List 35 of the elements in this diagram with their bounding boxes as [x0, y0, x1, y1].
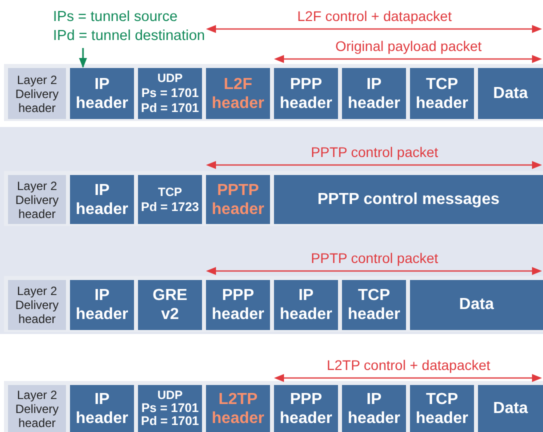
span-label: PPTP control packet: [310, 250, 438, 266]
header-field: Data: [410, 280, 543, 330]
delivery-header-field: Layer 2 Delivery header: [8, 385, 66, 432]
header-field: UDP Ps = 1701 Pd = 1701: [138, 68, 202, 119]
header-field: TCP header: [410, 68, 474, 119]
delivery-header-field: Layer 2 Delivery header: [8, 280, 66, 330]
header-field: IP header: [274, 280, 338, 330]
header-field: PPP header: [274, 68, 338, 119]
span-label: Original payload packet: [335, 38, 482, 54]
header-field: IP header: [70, 175, 134, 224]
header-field: IP header: [70, 385, 134, 432]
header-field: TCP header: [410, 385, 474, 432]
delivery-header-field: Layer 2 Delivery header: [8, 175, 66, 224]
header-field: IP header: [70, 280, 134, 330]
header-field: L2TP header: [206, 385, 270, 432]
header-field: TCP Pd = 1723: [138, 175, 202, 224]
span-label: L2TP control + datapacket: [326, 357, 490, 373]
span-label: PPTP control packet: [310, 144, 438, 160]
header-field: Data: [478, 385, 543, 432]
header-field: UDP Ps = 1701 Pd = 1701: [138, 385, 202, 432]
header-field: IP header: [342, 68, 406, 119]
header-field: GRE v2: [138, 280, 202, 330]
arrow: [79, 48, 87, 68]
header-field: IP header: [342, 385, 406, 432]
header-field: Data: [478, 68, 543, 119]
header-field: PPTP control messages: [274, 175, 543, 224]
annotation-text: IPs = tunnel source IPd = tunnel destination: [53, 8, 205, 46]
header-field: PPTP header: [206, 175, 270, 224]
span-label: L2F control + datapacket: [297, 8, 452, 24]
header-field: IP header: [70, 68, 134, 119]
header-field: PPP header: [274, 385, 338, 432]
delivery-header-field: Layer 2 Delivery header: [8, 68, 66, 119]
header-field: TCP header: [342, 280, 406, 330]
header-field: PPP header: [206, 280, 270, 330]
header-field: L2F header: [206, 68, 270, 119]
